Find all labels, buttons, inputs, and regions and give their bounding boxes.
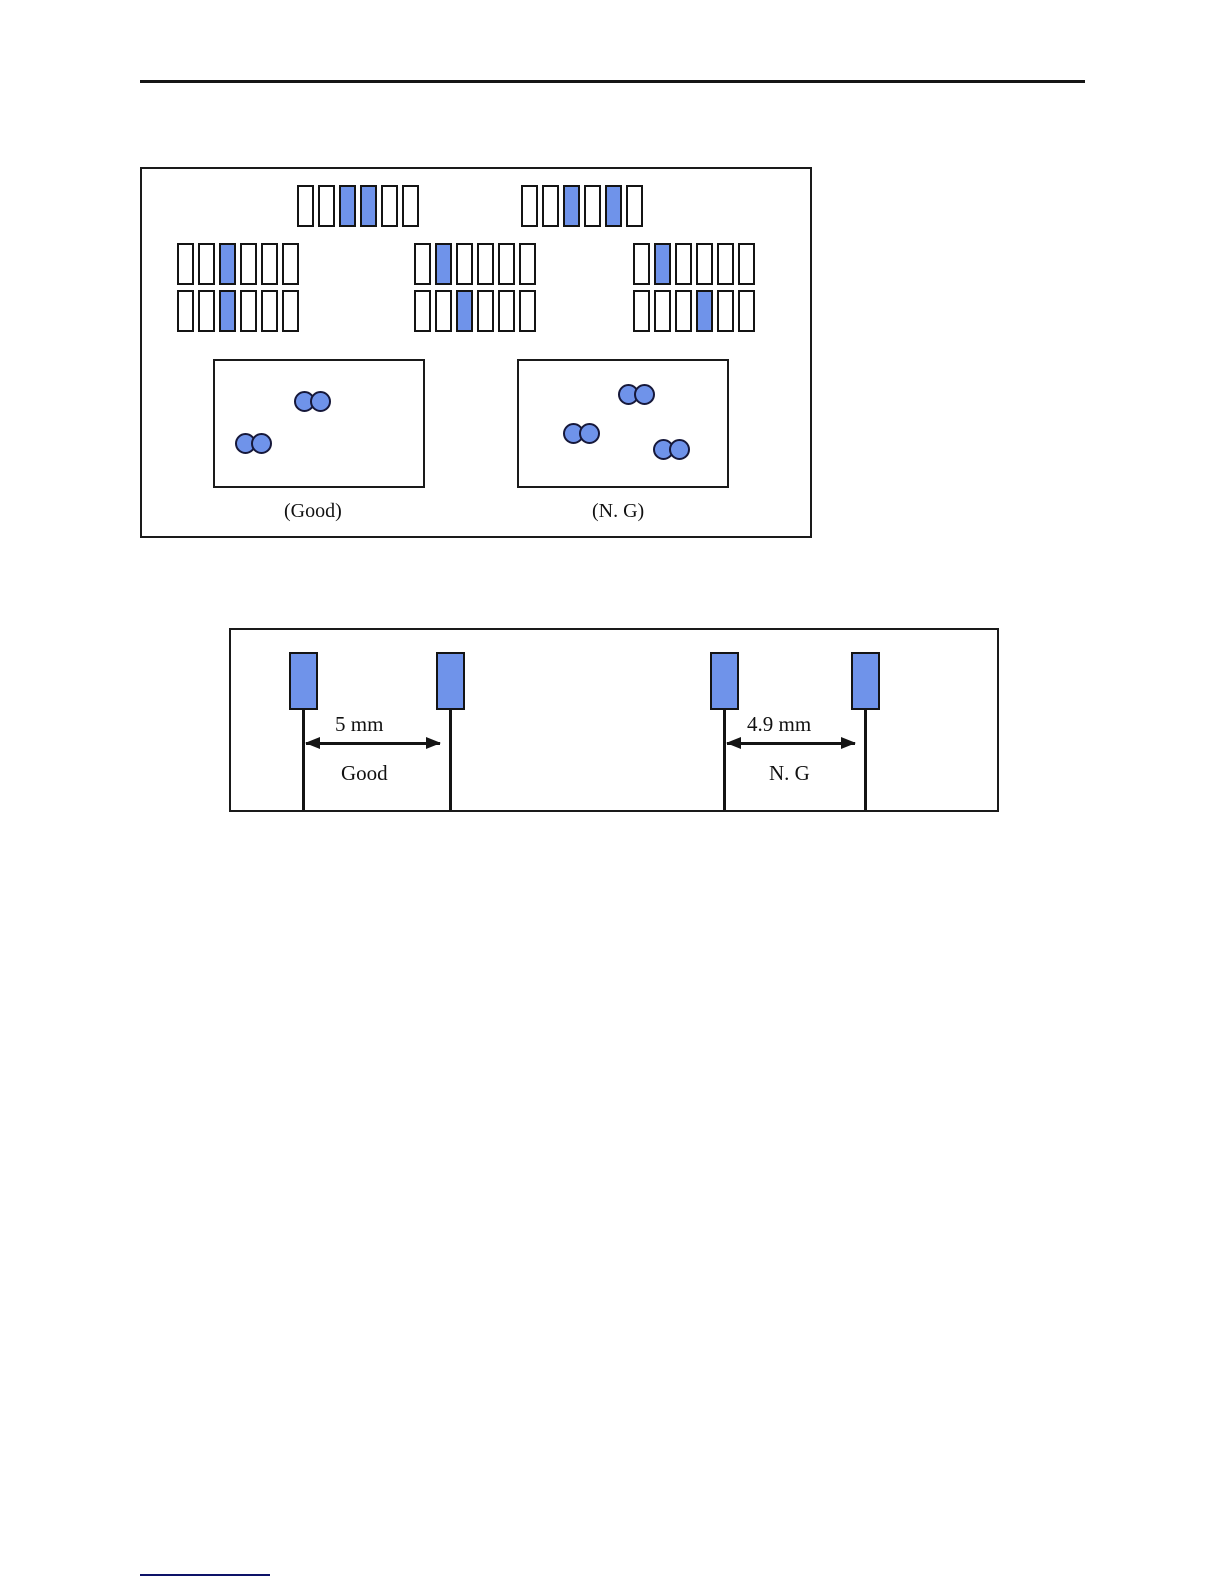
component-cell — [177, 290, 194, 332]
component-cell — [584, 185, 601, 227]
component-cell-filled — [339, 185, 356, 227]
component-cell — [542, 185, 559, 227]
component-cell — [240, 290, 257, 332]
component-cell — [498, 243, 515, 285]
component-cell — [282, 290, 299, 332]
component-group-mid-center-bottom — [414, 290, 536, 332]
footnote-separator-rule — [140, 1574, 270, 1576]
pin-head — [436, 652, 465, 710]
pin-lead — [302, 710, 305, 810]
component-cell — [519, 290, 536, 332]
header-rule — [140, 80, 1085, 83]
figure-lead-pitch: 5 mm Good 4.9 mm N. G — [229, 628, 999, 812]
component-cell-filled — [563, 185, 580, 227]
pin-head — [710, 652, 739, 710]
component-cell-filled — [654, 243, 671, 285]
component-cell — [261, 290, 278, 332]
pin-lead — [449, 710, 452, 810]
component-cell — [521, 185, 538, 227]
component-cell — [198, 243, 215, 285]
component-group-top-left — [297, 185, 419, 227]
component-group-top-right — [521, 185, 643, 227]
component-group-mid-left-top — [177, 243, 299, 285]
sample-caption-ng: (N. G) — [592, 500, 645, 522]
sample-caption-good: (Good) — [284, 500, 342, 522]
component-cell-filled — [456, 290, 473, 332]
component-group-mid-right-top — [633, 243, 755, 285]
component-cell — [675, 243, 692, 285]
component-cell-filled — [696, 290, 713, 332]
pin-lead — [864, 710, 867, 810]
component-group-mid-left-bottom — [177, 290, 299, 332]
component-cell-filled — [605, 185, 622, 227]
dot-pair — [235, 433, 272, 454]
dot-pair — [618, 384, 655, 405]
component-cell — [177, 243, 194, 285]
component-cell — [654, 290, 671, 332]
pin-head — [851, 652, 880, 710]
component-cell — [498, 290, 515, 332]
sample-box-good — [213, 359, 425, 488]
component-cell — [633, 243, 650, 285]
component-cell — [456, 243, 473, 285]
component-cell — [435, 290, 452, 332]
dot — [634, 384, 655, 405]
dimension-value-good: 5 mm — [335, 712, 384, 736]
component-cell — [414, 290, 431, 332]
pin-head — [289, 652, 318, 710]
dimension-value-ng: 4.9 mm — [747, 712, 812, 736]
component-cell — [240, 243, 257, 285]
component-group-mid-center-top — [414, 243, 536, 285]
dimension-status-good: Good — [341, 761, 388, 785]
figure-component-alignment: (Good) (N. G) — [140, 167, 812, 538]
component-cell-filled — [219, 243, 236, 285]
sample-box-ng — [517, 359, 729, 488]
component-cell — [402, 185, 419, 227]
component-cell — [696, 243, 713, 285]
dot — [579, 423, 600, 444]
dimension-arrow-good — [305, 737, 441, 748]
component-cell — [626, 185, 643, 227]
dot-pair — [563, 423, 600, 444]
component-cell — [477, 243, 494, 285]
dot — [669, 439, 690, 460]
component-cell — [297, 185, 314, 227]
component-cell — [675, 290, 692, 332]
component-cell-filled — [360, 185, 377, 227]
component-cell — [261, 243, 278, 285]
component-cell — [198, 290, 215, 332]
component-cell — [738, 243, 755, 285]
component-cell — [633, 290, 650, 332]
component-cell — [738, 290, 755, 332]
dot — [310, 391, 331, 412]
dot-pair — [294, 391, 331, 412]
component-cell — [717, 243, 734, 285]
component-cell — [717, 290, 734, 332]
component-cell — [318, 185, 335, 227]
component-cell — [414, 243, 431, 285]
component-cell — [477, 290, 494, 332]
component-cell — [381, 185, 398, 227]
dimension-arrow-ng — [726, 737, 856, 748]
dot — [251, 433, 272, 454]
component-cell-filled — [435, 243, 452, 285]
component-group-mid-right-bottom — [633, 290, 755, 332]
component-cell — [519, 243, 536, 285]
dot-pair — [653, 439, 690, 460]
dimension-status-ng: N. G — [769, 761, 810, 785]
component-cell-filled — [219, 290, 236, 332]
pin-lead — [723, 710, 726, 810]
component-cell — [282, 243, 299, 285]
